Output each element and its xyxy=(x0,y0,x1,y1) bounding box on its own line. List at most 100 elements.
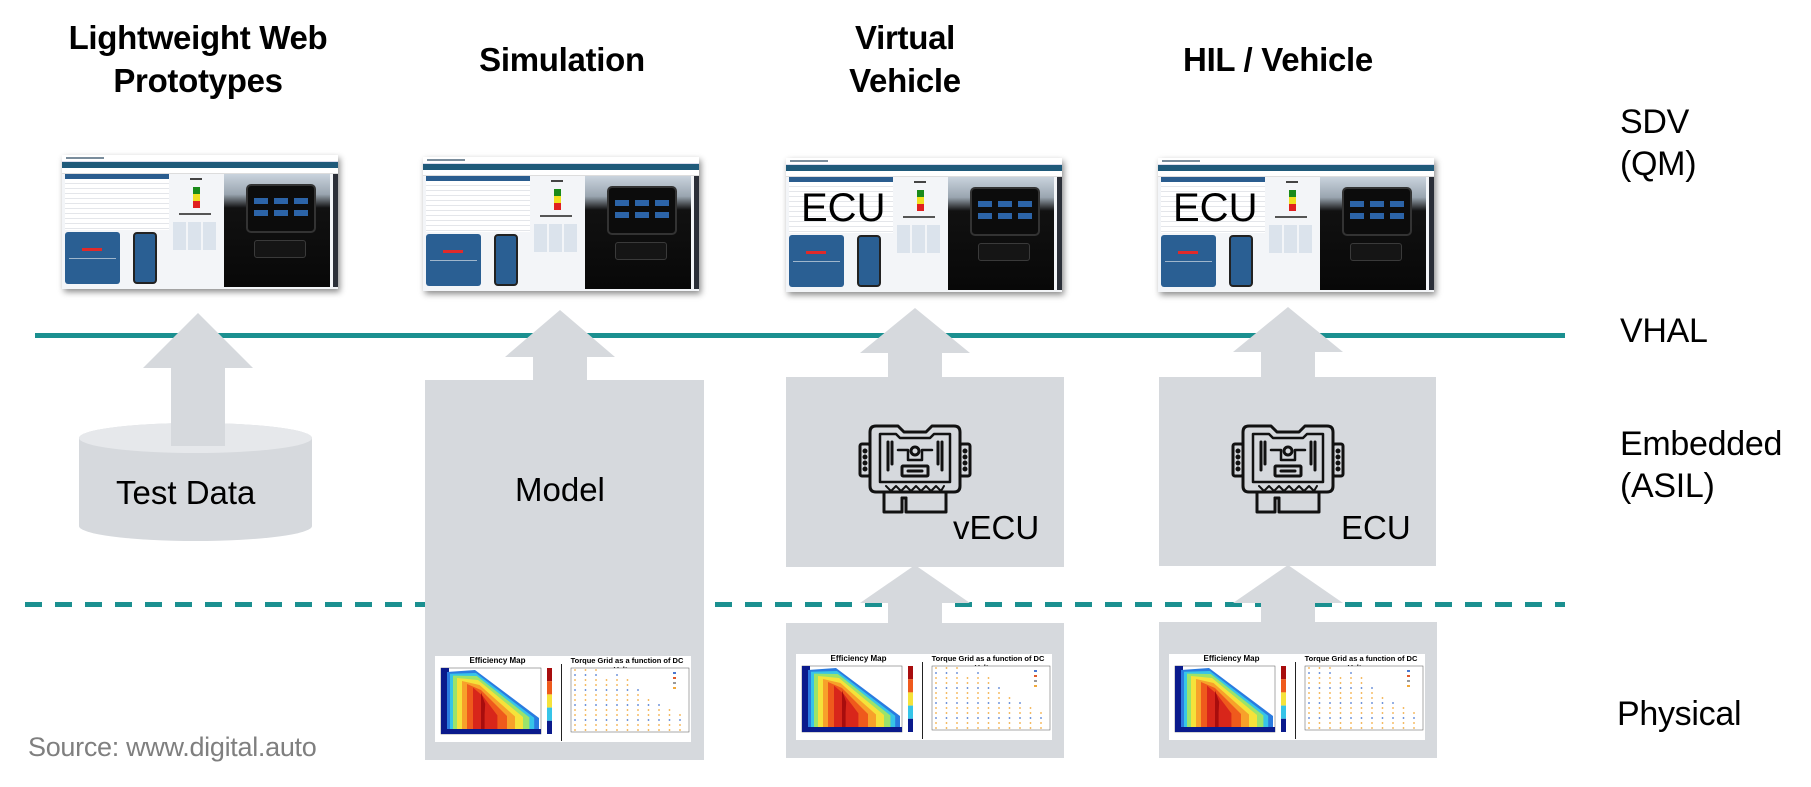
colorbar-segment xyxy=(547,681,552,695)
scatter-point xyxy=(616,719,618,721)
scatter-point xyxy=(1392,722,1394,724)
scatter-point xyxy=(956,697,958,699)
scatter-point xyxy=(626,719,629,721)
scatter-point xyxy=(1371,727,1373,729)
scatter-point xyxy=(1381,717,1384,719)
scatter-point xyxy=(605,719,608,721)
scatter-point xyxy=(1402,707,1405,709)
ecu-overlay-label: ECU xyxy=(801,186,886,230)
scatter-point xyxy=(1329,687,1331,689)
scatter-point xyxy=(1019,712,1021,714)
scatter-point xyxy=(1329,722,1331,724)
scatter-point xyxy=(987,682,990,684)
scatter-point xyxy=(668,729,671,731)
scatter-point xyxy=(1381,727,1384,729)
scatter-point xyxy=(998,707,1000,709)
scatter-point xyxy=(1008,707,1011,709)
scatter-point xyxy=(647,724,650,726)
scatter-point xyxy=(1329,717,1331,719)
ecu-chip-icon xyxy=(858,420,972,521)
scatter-point xyxy=(605,704,608,706)
scatter-point xyxy=(998,712,1000,714)
scatter-point xyxy=(1008,712,1011,714)
scatter-point xyxy=(966,712,969,714)
scatter-point xyxy=(1308,697,1310,699)
physical-chart-virtual-vehicle: Efficiency Map Torque Grid as a function… xyxy=(796,654,1052,740)
scatter-point xyxy=(977,682,979,684)
column-heading-virtual-vehicle: Virtual Vehicle xyxy=(849,19,961,99)
contour-band xyxy=(473,687,498,732)
contour-band xyxy=(481,692,486,732)
scatter-point xyxy=(616,724,618,726)
scatter-point xyxy=(956,687,958,689)
scatter-point xyxy=(658,704,660,706)
scatter-point xyxy=(1308,687,1310,689)
scatter-point xyxy=(956,672,958,674)
scatter-point xyxy=(574,699,576,701)
scatter-point xyxy=(626,694,629,696)
scatter-point xyxy=(977,727,979,729)
scatter-point xyxy=(584,704,587,706)
colorbar-segment xyxy=(1281,666,1286,680)
scatter-point xyxy=(574,679,576,681)
scatter-point xyxy=(1008,702,1011,704)
scatter-point xyxy=(1040,712,1042,714)
scatter-point xyxy=(998,702,1000,704)
legend-swatch xyxy=(1407,675,1410,677)
scatter-point xyxy=(998,697,1000,699)
scatter-point xyxy=(1339,697,1342,699)
legend-swatch xyxy=(1034,685,1037,687)
scatter-point xyxy=(1381,712,1384,714)
scatter-point xyxy=(1371,702,1373,704)
scatter-point xyxy=(935,697,937,699)
scatter-point xyxy=(1318,717,1321,719)
contour-band xyxy=(1175,727,1275,732)
scatter-point xyxy=(1350,687,1352,689)
scatter-point xyxy=(956,667,958,669)
scatter-point xyxy=(574,709,576,711)
scatter-point xyxy=(987,712,990,714)
scatter-point xyxy=(1360,717,1363,719)
scatter-point xyxy=(977,687,979,689)
scatter-point xyxy=(1381,702,1384,704)
scatter-point xyxy=(626,729,629,731)
scatter-point xyxy=(1318,677,1321,679)
scatter-point xyxy=(977,722,979,724)
scatter-point xyxy=(966,697,969,699)
scatter-point xyxy=(626,689,629,691)
contour-band xyxy=(1215,690,1220,730)
scatter-point xyxy=(935,687,937,689)
scatter-point xyxy=(1308,682,1310,684)
scatter-point xyxy=(584,679,587,681)
scatter-point xyxy=(1029,707,1032,709)
scatter-point xyxy=(998,727,1000,729)
scatter-point xyxy=(605,699,608,701)
scatter-point xyxy=(966,687,969,689)
scatter-point xyxy=(595,714,597,716)
column-heading-hil-vehicle: HIL / Vehicle xyxy=(1183,41,1373,78)
layer-label-physical: Physical xyxy=(1617,695,1742,733)
scatter-point xyxy=(1360,702,1363,704)
scatter-point xyxy=(616,709,618,711)
scatter-point xyxy=(1339,722,1342,724)
physical-chart-simulation: Efficiency Map Torque Grid as a function… xyxy=(435,656,691,742)
scatter-point xyxy=(956,677,958,679)
scatter-point xyxy=(595,709,597,711)
scatter-point xyxy=(1402,722,1405,724)
scatter-point xyxy=(574,674,576,676)
scatter-point xyxy=(1381,707,1384,709)
ecu-chip-icon xyxy=(1231,420,1345,521)
scatter-point xyxy=(1392,702,1394,704)
scatter-point xyxy=(945,717,948,719)
scatter-point xyxy=(945,692,948,694)
legend-swatch xyxy=(673,677,676,679)
contour-band xyxy=(1175,666,1183,732)
scatter-point xyxy=(1392,707,1394,709)
scatter-point xyxy=(605,729,608,731)
scatter-point xyxy=(1019,722,1021,724)
contour-band xyxy=(802,666,810,732)
scatter-point xyxy=(647,729,650,731)
scatter-point xyxy=(647,709,650,711)
legend-swatch xyxy=(1034,675,1037,677)
scatter-point xyxy=(637,704,639,706)
